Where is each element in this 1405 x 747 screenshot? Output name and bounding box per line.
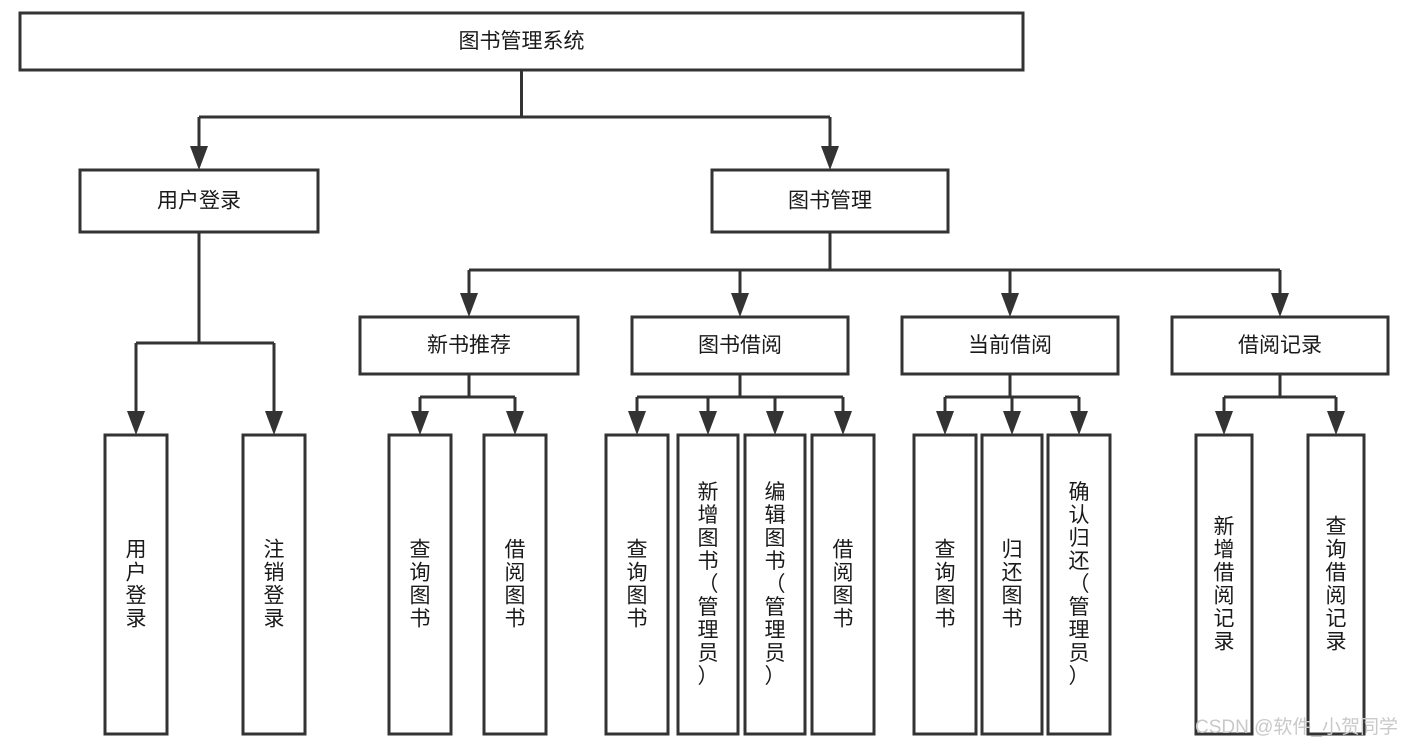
node-label-new-book-recommend: 新书推荐 <box>427 334 511 357</box>
node-box-leaf-edit-book-admin[interactable] <box>743 433 807 736</box>
node-box-root[interactable] <box>18 11 1025 72</box>
node-leaf-query-book-current[interactable]: 查询图书 <box>912 433 978 736</box>
node-label-leaf-query-borrow-record: 查询借阅记录 <box>1326 515 1347 653</box>
node-box-book-management[interactable] <box>710 168 950 234</box>
node-box-leaf-query-book-rec[interactable] <box>387 433 453 736</box>
node-label-leaf-borrow-book: 借阅图书 <box>833 538 854 630</box>
node-label-book-borrow: 图书借阅 <box>698 334 782 357</box>
node-box-leaf-borrow-book-rec[interactable] <box>482 433 548 736</box>
edge-group-borrow-record <box>1215 374 1345 435</box>
node-box-leaf-add-borrow-record[interactable] <box>1194 433 1254 736</box>
node-label-leaf-return-book: 归还图书 <box>1002 538 1023 630</box>
node-leaf-query-borrow-record[interactable]: 查询借阅记录 <box>1306 433 1366 736</box>
node-leaf-user-login[interactable]: 用户登录 <box>103 433 169 736</box>
edge-group-root <box>190 70 839 170</box>
node-label-leaf-confirm-return-admin: 确认归还（管理员） <box>1069 481 1090 688</box>
edge-group-new-book-recommend <box>411 374 524 435</box>
node-label-leaf-query-book-current: 查询图书 <box>935 538 956 630</box>
node-root[interactable]: 图书管理系统 <box>18 11 1025 72</box>
node-leaf-add-borrow-record[interactable]: 新增借阅记录 <box>1194 433 1254 736</box>
node-box-book-borrow[interactable] <box>630 315 850 376</box>
edge-group-current-borrow <box>936 374 1088 435</box>
node-leaf-borrow-book[interactable]: 借阅图书 <box>810 433 876 736</box>
node-label-leaf-query-book-borrow: 查询图书 <box>627 538 648 630</box>
node-label-borrow-record: 借阅记录 <box>1238 334 1322 357</box>
node-label-leaf-user-login: 用户登录 <box>126 538 147 630</box>
node-book-management[interactable]: 图书管理 <box>710 168 950 234</box>
node-box-current-borrow[interactable] <box>900 315 1120 376</box>
node-box-new-book-recommend[interactable] <box>358 315 580 376</box>
node-new-book-recommend[interactable]: 新书推荐 <box>358 315 580 376</box>
node-leaf-query-book-rec[interactable]: 查询图书 <box>387 433 453 736</box>
node-label-leaf-borrow-book-rec: 借阅图书 <box>505 538 526 630</box>
node-box-borrow-record[interactable] <box>1170 315 1390 376</box>
node-leaf-confirm-return-admin[interactable]: 确认归还（管理员） <box>1046 433 1112 736</box>
node-current-borrow[interactable]: 当前借阅 <box>900 315 1120 376</box>
node-box-leaf-query-borrow-record[interactable] <box>1306 433 1366 736</box>
nodes-layer: 图书管理系统用户登录图书管理新书推荐图书借阅当前借阅借阅记录用户登录注销登录查询… <box>18 11 1390 736</box>
edge-group-user-login <box>127 232 283 435</box>
node-leaf-edit-book-admin[interactable]: 编辑图书（管理员） <box>743 433 807 736</box>
node-label-root: 图书管理系统 <box>459 30 585 53</box>
node-leaf-add-book-admin[interactable]: 新增图书（管理员） <box>676 433 740 736</box>
node-user-login[interactable]: 用户登录 <box>78 168 320 234</box>
node-label-book-management: 图书管理 <box>788 190 872 213</box>
node-box-leaf-logout[interactable] <box>241 433 307 736</box>
edge-group-book-borrow <box>628 374 852 435</box>
node-leaf-return-book[interactable]: 归还图书 <box>980 433 1044 736</box>
node-label-leaf-edit-book-admin: 编辑图书（管理员） <box>765 481 786 688</box>
node-box-leaf-return-book[interactable] <box>980 433 1044 736</box>
node-box-leaf-add-book-admin[interactable] <box>676 433 740 736</box>
node-box-leaf-confirm-return-admin[interactable] <box>1046 433 1112 736</box>
node-leaf-borrow-book-rec[interactable]: 借阅图书 <box>482 433 548 736</box>
node-box-leaf-query-book-borrow[interactable] <box>604 433 670 736</box>
node-box-leaf-query-book-current[interactable] <box>912 433 978 736</box>
node-label-leaf-query-book-rec: 查询图书 <box>410 538 431 630</box>
edges-layer <box>127 70 1345 435</box>
edge-group-book-management <box>460 232 1289 317</box>
node-leaf-logout[interactable]: 注销登录 <box>241 433 307 736</box>
node-leaf-query-book-borrow[interactable]: 查询图书 <box>604 433 670 736</box>
node-label-current-borrow: 当前借阅 <box>968 334 1052 357</box>
node-label-leaf-add-borrow-record: 新增借阅记录 <box>1214 515 1235 653</box>
node-box-user-login[interactable] <box>78 168 320 234</box>
node-label-user-login: 用户登录 <box>157 190 241 213</box>
node-box-leaf-borrow-book[interactable] <box>810 433 876 736</box>
node-label-leaf-add-book-admin: 新增图书（管理员） <box>698 481 719 688</box>
node-box-leaf-user-login[interactable] <box>103 433 169 736</box>
node-book-borrow[interactable]: 图书借阅 <box>630 315 850 376</box>
node-label-leaf-logout: 注销登录 <box>264 538 285 630</box>
node-borrow-record[interactable]: 借阅记录 <box>1170 315 1390 376</box>
csdn-watermark: CSDN @软件_小贺同学 <box>1195 716 1398 738</box>
